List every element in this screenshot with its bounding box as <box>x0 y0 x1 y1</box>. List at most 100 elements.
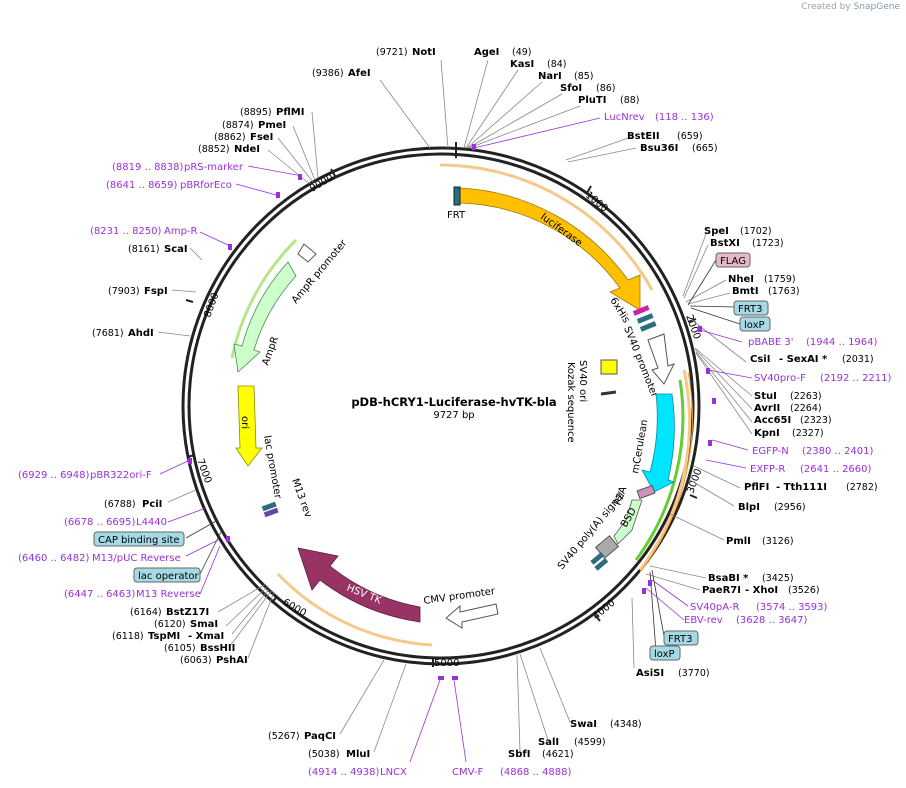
frt3-feature-b[interactable] <box>590 551 605 565</box>
bmti-label[interactable]: BmtI <box>732 286 759 297</box>
bsshii-label[interactable]: BssHII <box>200 643 235 654</box>
fsei-label[interactable]: FseI <box>250 132 273 143</box>
loxp-feature-a[interactable] <box>639 321 657 332</box>
cmv-promoter-arrow[interactable] <box>445 603 499 629</box>
sv40-ori-feature[interactable] <box>600 359 618 375</box>
kozak-label: Kozak sequence <box>565 362 576 443</box>
sali-label[interactable]: SalI <box>538 737 559 748</box>
flag-badge[interactable] <box>715 252 751 268</box>
sixhis-feature[interactable] <box>632 305 650 316</box>
stui-pos: (2263) <box>790 391 822 402</box>
m13-rev-feature[interactable] <box>263 507 279 518</box>
kozak-feature[interactable] <box>600 390 617 396</box>
lucnrev-label[interactable]: LucNrev <box>604 112 645 123</box>
sv40par-label[interactable]: SV40pA-R <box>690 602 739 613</box>
pbrforeco-label[interactable]: pBRforEco <box>180 180 232 191</box>
fspi-label[interactable]: FspI <box>144 286 168 297</box>
frt-feature[interactable] <box>453 186 461 206</box>
egfpn-label[interactable]: EGFP-N <box>752 446 789 457</box>
asisi-label[interactable]: AsiSI <box>636 668 664 679</box>
pbr322orif-label[interactable]: pBR322ori-F <box>90 470 152 481</box>
loxp-feature-b[interactable] <box>594 557 609 571</box>
ampr-primer-label[interactable]: Amp-R <box>164 226 198 237</box>
ahdi-label[interactable]: AhdI <box>128 328 154 339</box>
paer7i-label[interactable]: PaeR7I <box>702 585 741 596</box>
sbfi-label[interactable]: SbfI <box>508 749 530 760</box>
paqci-label[interactable]: PaqCI <box>304 731 336 742</box>
pbabe3-label[interactable]: pBABE 3' <box>748 337 794 348</box>
cmvf-label[interactable]: CMV-F <box>452 767 483 778</box>
ori-arrow[interactable] <box>235 385 263 467</box>
backbone-inner <box>187 152 695 660</box>
sv40-promoter-arrow[interactable] <box>647 333 675 385</box>
blpi-label[interactable]: BlpI <box>738 502 760 513</box>
spei-pos: (1702) <box>740 226 772 237</box>
frt3-feature-a[interactable] <box>636 313 654 324</box>
kpni-label[interactable]: KpnI <box>754 428 780 439</box>
xhoi-label[interactable]: - XhoI <box>745 585 778 596</box>
pcii-label[interactable]: PciI <box>142 499 162 510</box>
kasi-label[interactable]: KasI <box>510 59 534 70</box>
pmli-label[interactable]: PmlI <box>726 536 751 547</box>
loxp-badge-b[interactable] <box>649 645 681 661</box>
prsmarker-label[interactable]: pRS-marker <box>184 162 244 173</box>
pluti-label[interactable]: PluTI <box>578 95 606 106</box>
tick-3000: 3000 <box>685 467 704 495</box>
ampr-promoter-arrow[interactable] <box>297 243 317 263</box>
avrii-label[interactable]: AvrII <box>754 403 780 414</box>
frt3-badge-b[interactable] <box>663 630 699 646</box>
l4440-label[interactable]: L4440 <box>136 517 167 528</box>
pflmi-pos: (8895) <box>240 107 272 118</box>
lac-operator-feature[interactable] <box>261 501 277 512</box>
sfoi-label[interactable]: SfoI <box>560 83 582 94</box>
ebvrev-label[interactable]: EBV-rev <box>684 615 723 626</box>
tspmi-label[interactable]: TspMI <box>148 631 180 642</box>
mlui-label[interactable]: MluI <box>346 749 370 760</box>
pflfi-label[interactable]: PflFI <box>744 482 769 493</box>
bstz17i-label[interactable]: BstZ17I <box>166 607 209 618</box>
lacop-badge[interactable] <box>133 567 201 583</box>
afei-label[interactable]: AfeI <box>348 68 371 79</box>
smai-label[interactable]: SmaI <box>190 619 218 630</box>
stui-label[interactable]: StuI <box>754 391 777 402</box>
mcerulean-arrow[interactable] <box>641 393 676 493</box>
sv40prof-label[interactable]: SV40pro-F <box>754 373 806 384</box>
xmai-label[interactable]: - XmaI <box>188 631 224 642</box>
scai-label[interactable]: ScaI <box>164 244 188 255</box>
pmei-label[interactable]: PmeI <box>258 120 286 131</box>
p2a-feature[interactable] <box>636 484 656 500</box>
pflmi-label[interactable]: PflMI <box>276 107 304 118</box>
m13puc-label[interactable]: M13/pUC Reverse <box>92 553 181 564</box>
tth111i-label[interactable]: - Tth111I <box>776 482 827 493</box>
hsvtk-arrow[interactable] <box>297 547 421 623</box>
nhei-label[interactable]: NheI <box>728 274 754 285</box>
spei-label[interactable]: SpeI <box>704 226 729 237</box>
bsu36i-label[interactable]: Bsu36I <box>640 143 678 154</box>
swai-label[interactable]: SwaI <box>570 719 597 730</box>
acc65i-pos: (2323) <box>800 415 832 426</box>
exfpr-label[interactable]: EXFP-R <box>750 464 785 475</box>
blpi-pos: (2956) <box>774 502 806 513</box>
nari-label[interactable]: NarI <box>538 71 562 82</box>
cap-badge-label: CAP binding site <box>98 535 180 546</box>
bsteii-label[interactable]: BstEII <box>627 131 660 142</box>
csii-label[interactable]: CsiI <box>750 354 770 365</box>
agei-label[interactable]: AgeI <box>474 47 499 58</box>
noti-label[interactable]: NotI <box>412 47 436 58</box>
frt3-badge-a[interactable] <box>733 300 769 316</box>
bsabi-label[interactable]: BsaBI * <box>708 573 749 584</box>
lncx-label[interactable]: LNCX <box>380 767 407 778</box>
ndei-label[interactable]: NdeI <box>234 144 260 155</box>
bstxi-label[interactable]: BstXI <box>710 238 740 249</box>
bsd-arrow[interactable] <box>613 499 643 545</box>
sv40-pa-label: SV40 poly(A) signal <box>556 490 627 572</box>
m13rev-primer-label[interactable]: M13 Reverse <box>136 589 201 600</box>
pshai-label[interactable]: PshAI <box>216 655 248 666</box>
ampr-arrow[interactable] <box>233 261 297 373</box>
luciferase-arrow[interactable] <box>459 187 641 311</box>
cap-badge[interactable] <box>93 531 185 547</box>
acc65i-label[interactable]: Acc65I <box>754 415 791 426</box>
sexai-label[interactable]: - SexAI * <box>779 354 828 365</box>
loxp-badge-a[interactable] <box>739 316 771 332</box>
